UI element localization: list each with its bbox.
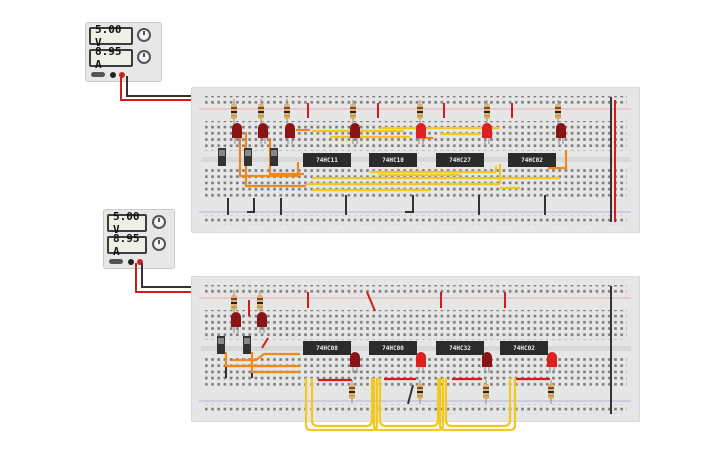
current-knob-icon[interactable]	[152, 237, 166, 251]
positive-terminal[interactable]	[137, 259, 143, 265]
current-knob-icon[interactable]	[137, 50, 151, 64]
chip-bottom-2[interactable]: 74HC00	[369, 341, 417, 355]
chip-label: 74HC11	[316, 156, 338, 164]
chip-label: 74HC00	[382, 344, 404, 352]
negative-terminal[interactable]	[128, 259, 134, 265]
power-switch[interactable]	[109, 259, 123, 264]
chip-label: 74HC02	[521, 156, 543, 164]
current-display: 8.95 A	[89, 45, 133, 71]
voltage-knob-icon[interactable]	[137, 28, 151, 42]
current-readout: 8.95 A	[95, 45, 122, 71]
chip-top-3[interactable]: 74HC27	[436, 153, 484, 167]
slide-switch-icons-bottom	[217, 336, 251, 354]
positive-terminal[interactable]	[119, 72, 125, 78]
led-icons-bottom	[231, 312, 557, 373]
chip-label: 74HC27	[449, 156, 471, 164]
voltage-readout: 5.00 V	[95, 23, 122, 49]
voltage-display: 5.00 V	[89, 23, 133, 49]
resistors-top	[231, 99, 561, 125]
current-readout: 8.95 A	[113, 232, 140, 258]
power-supply-bottom[interactable]: 5.00 V 8.95 A	[103, 209, 175, 269]
chip-bottom-1[interactable]: 74HC08	[303, 341, 351, 355]
led-icons-top	[232, 123, 566, 144]
chip-label: 74HC32	[449, 344, 471, 352]
current-display: 8.95 A	[107, 232, 147, 258]
chip-bottom-4[interactable]: 74HC02	[500, 341, 548, 355]
chip-top-1[interactable]: 74HC11	[303, 153, 351, 167]
chip-label: 74HC02	[513, 344, 535, 352]
chip-bottom-3[interactable]: 74HC32	[436, 341, 484, 355]
chip-label: 74HC10	[382, 156, 404, 164]
voltage-knob-icon[interactable]	[152, 215, 166, 229]
chip-label: 74HC08	[316, 344, 338, 352]
power-switch[interactable]	[91, 72, 105, 77]
voltage-readout: 5.00 V	[113, 210, 140, 236]
resistors-bottom	[231, 290, 554, 404]
slide-switch-icons-top	[218, 148, 278, 166]
negative-terminal[interactable]	[110, 72, 116, 78]
chip-top-4[interactable]: 74HC02	[508, 153, 556, 167]
chip-top-2[interactable]: 74HC10	[369, 153, 417, 167]
voltage-display: 5.00 V	[107, 210, 147, 236]
power-supply-top[interactable]: 5.00 V 8.95 A	[85, 22, 162, 82]
